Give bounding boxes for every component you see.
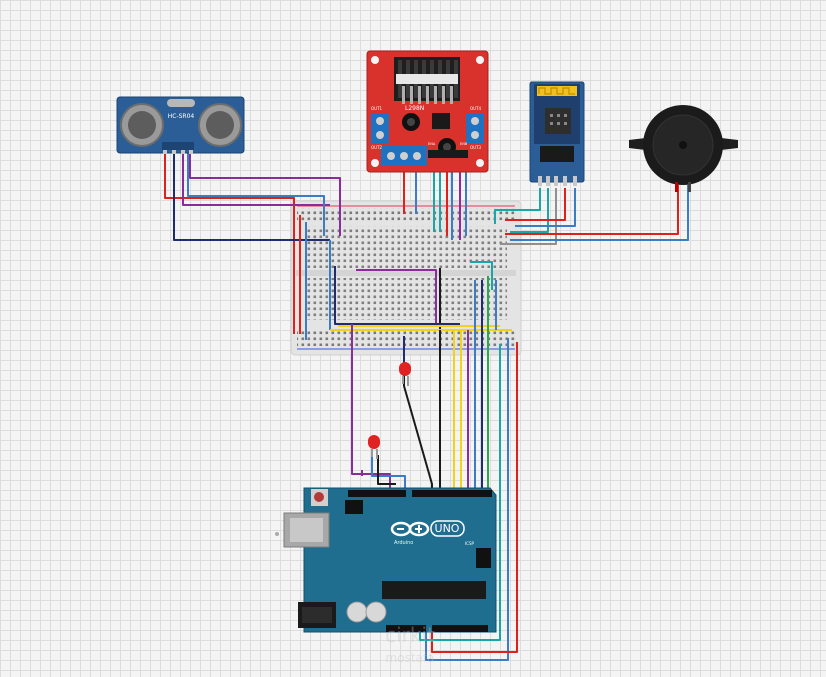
wire-bt-1 [494,188,541,224]
wire-hcsr04-trig [173,152,330,241]
wire-bt-4 [505,188,566,221]
arduino-icsp: ICSP [465,541,475,546]
wire-bt-2 [510,188,549,233]
arduino-sub: Arduino [394,540,413,546]
wire-bt-5 [515,188,576,227]
bluetooth-module [529,81,585,186]
l298n-label: L298N [405,105,424,112]
l298n-enb: ENB [460,142,468,146]
watermark-line2: mostafa [386,651,435,665]
hcsr04-label: HC-SR04 [168,113,195,120]
wire-hcsr04-echo [182,152,330,206]
arduino-logo [390,521,430,537]
wire-hcsr04-gnd2 [187,152,325,236]
wire-bb-ard-blue3 [425,338,509,661]
l298n-out4: OUT4 [470,106,482,111]
l298n-ena: ENA [428,142,436,146]
wire-buzzer-neg [510,185,689,241]
l298n-out1: OUT1 [371,106,383,111]
wire-bb-ard-teal [419,344,501,641]
arduino-brand: UNO [435,522,460,535]
l298n-driver: L298N OUT1 OUT2 OUT4 OUT3 ENA ENB [366,50,489,173]
wire-bt-3 [500,188,557,245]
wire-hcsr04-gnd [189,152,341,236]
breadboard [290,200,522,356]
wire-buzzer-pos [505,185,679,235]
arduino-uno: ICSP UNO Arduino [275,487,497,633]
wire-bb-ard-red [431,342,518,653]
l298n-out3: OUT3 [470,145,482,150]
led-2 [368,435,380,459]
watermark: cirkit mostafa [385,623,435,665]
wire-hcsr04-vcc [164,152,295,334]
buzzer [629,105,738,192]
hcsr04-sensor: HC-SR04 [116,96,245,154]
watermark-line1: cirkit [385,623,435,647]
l298n-out2: OUT2 [371,145,383,150]
wires [164,152,689,661]
led-1 [399,362,411,386]
